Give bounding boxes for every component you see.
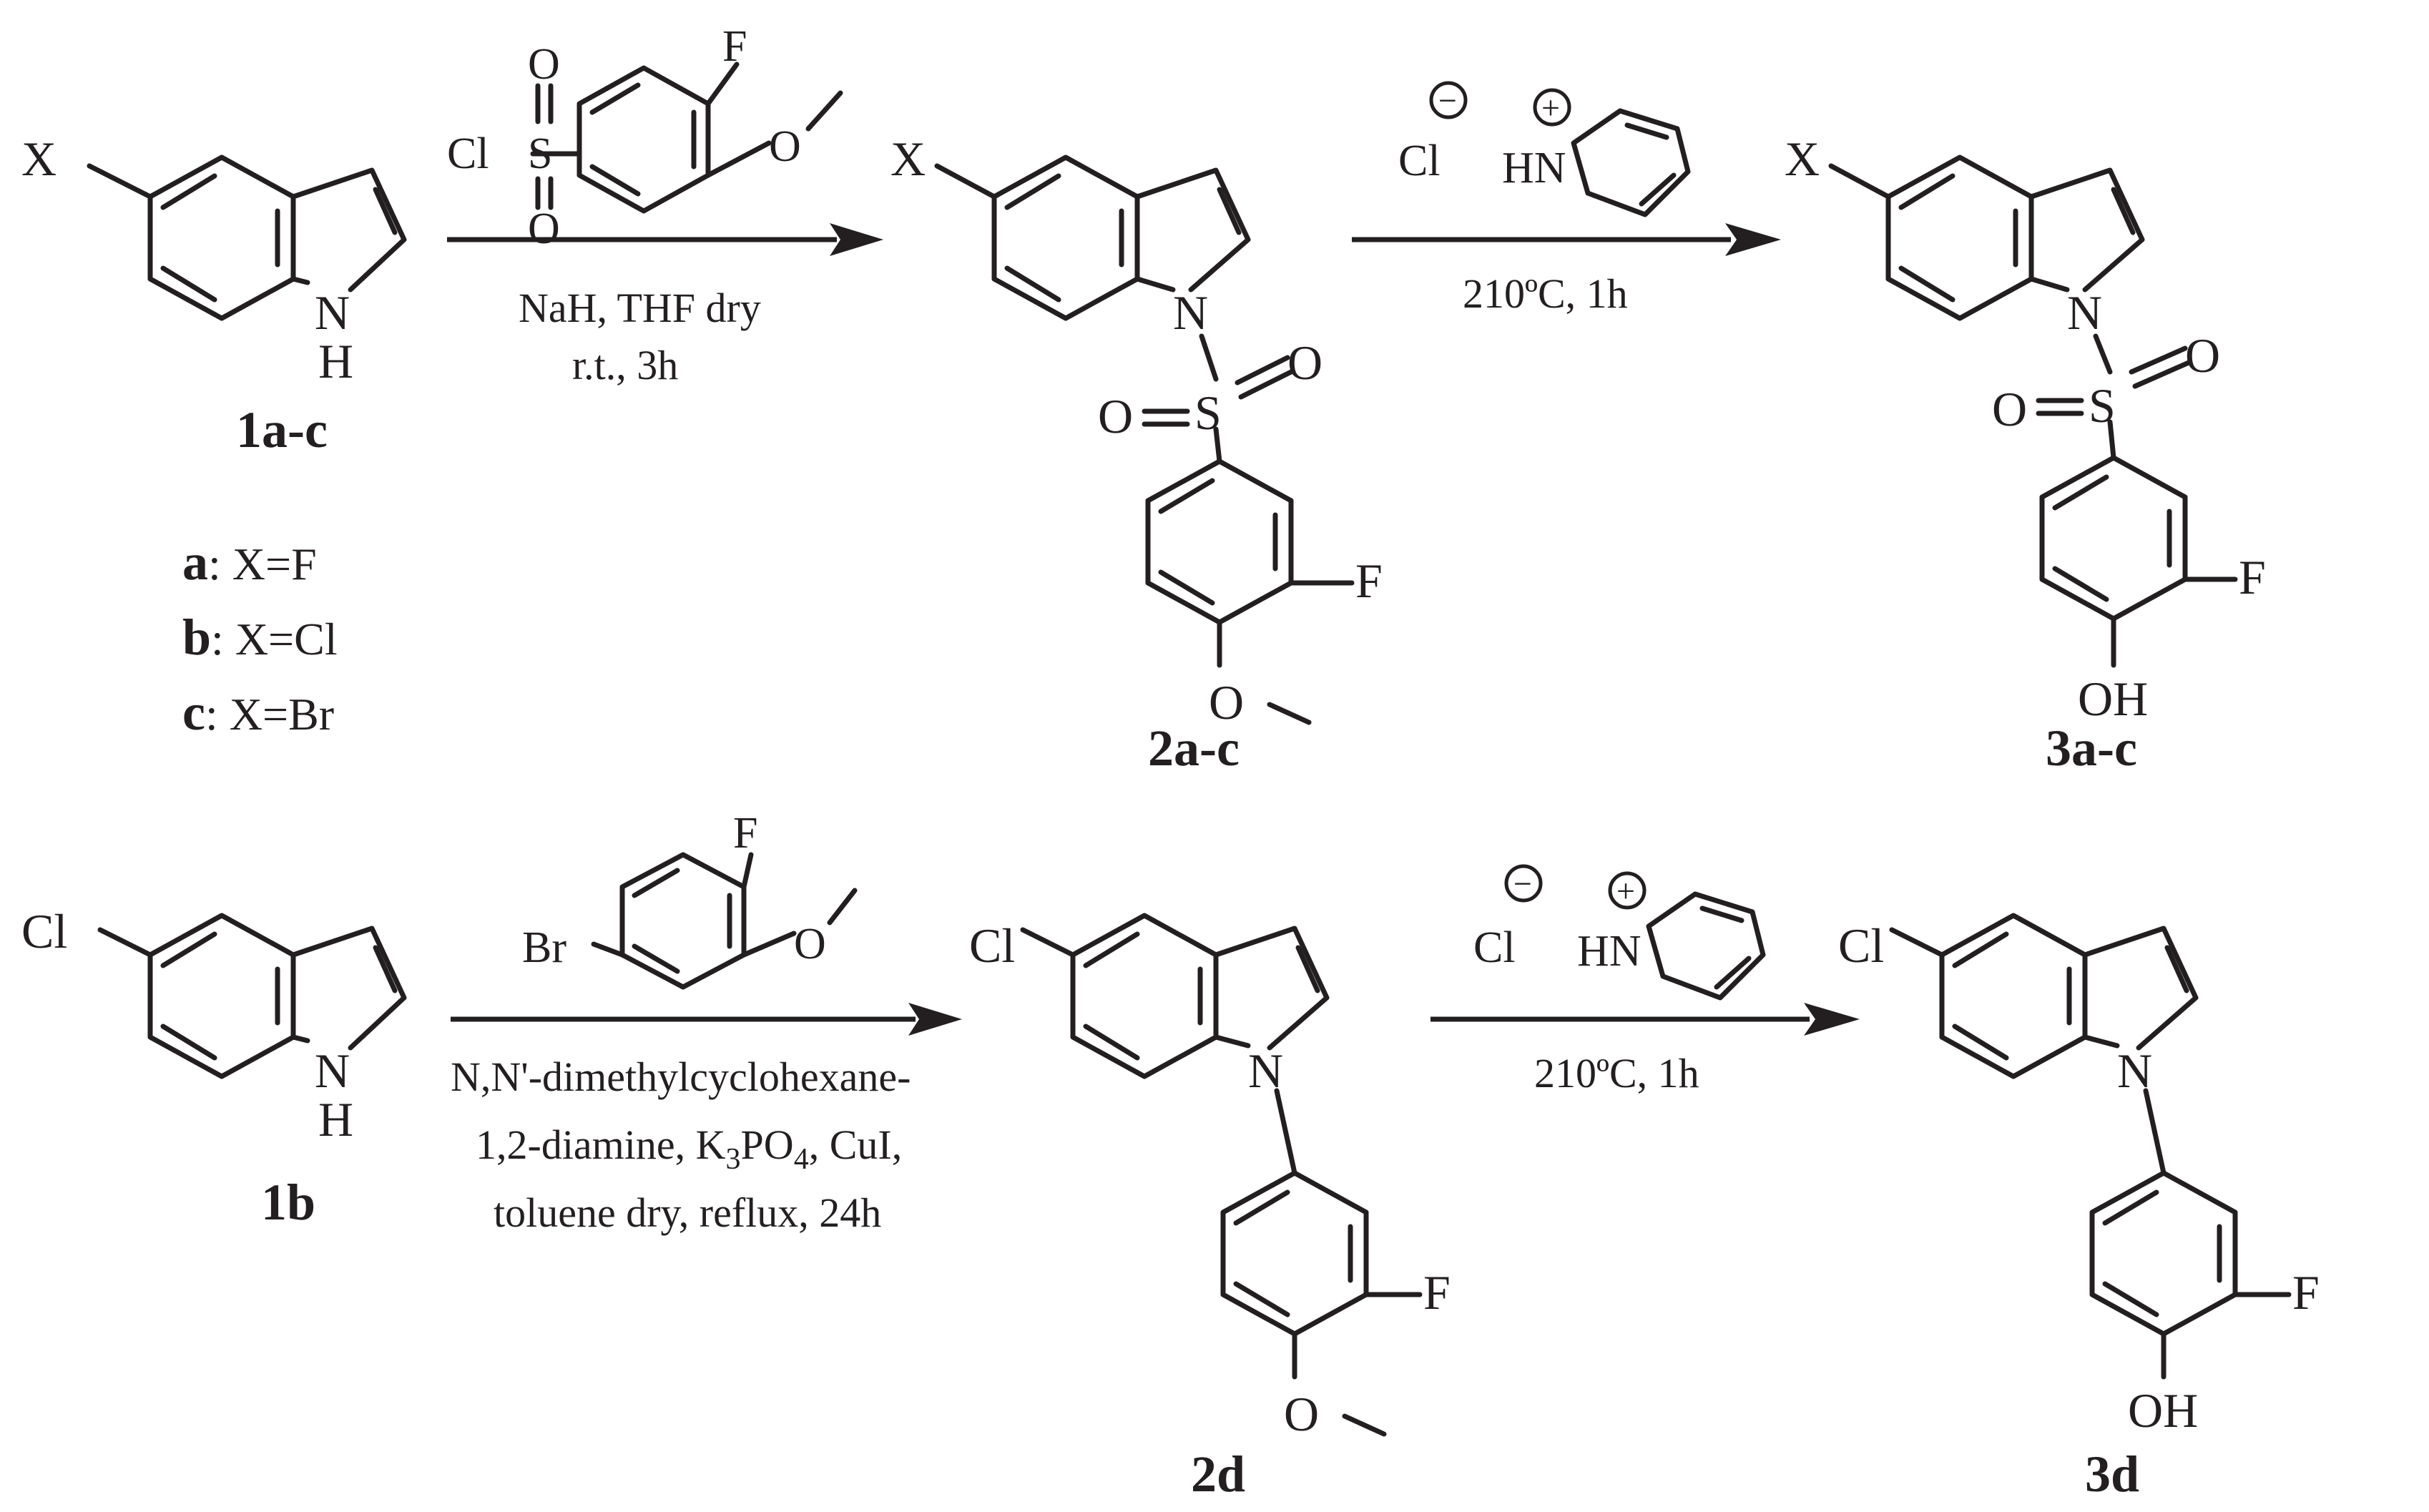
conditions-step2: 210ºC, 1h [1463, 270, 1628, 317]
label-1b: 1b [261, 1174, 315, 1231]
compound-3d: Cl N F OH 3d [1838, 913, 2320, 1503]
atom-h: H [318, 1092, 353, 1147]
key-b: b: X=Cl [182, 609, 338, 666]
atom-o-right: O [2185, 328, 2220, 383]
compound-1b: Cl N H 1b [21, 904, 407, 1231]
atom-n: N [315, 285, 350, 340]
atom-x: X [890, 132, 926, 186]
atom-o-methoxy: O [1284, 1387, 1319, 1441]
label-2d: 2d [1191, 1445, 1245, 1503]
atom-n: N [2117, 1044, 2152, 1098]
atom-hn: HN [1502, 144, 1566, 192]
substituent-key: a: X=F b: X=Cl c: X=Br [182, 534, 338, 741]
atom-cl: Cl [969, 918, 1015, 973]
compound-1a-c: X N H 1a-c [21, 132, 407, 458]
atom-o-top: O [528, 40, 560, 89]
conditions-step1-line1: NaH, THF dry [519, 285, 761, 331]
atom-n: N [2067, 285, 2102, 340]
label-2a-c: 2a-c [1148, 720, 1240, 777]
atom-f: F [733, 809, 757, 858]
atom-o-right: O [1287, 335, 1323, 390]
atom-o-left: O [1992, 382, 2027, 436]
atom-o-methoxy: O [794, 920, 826, 968]
arrow-step1 [447, 223, 883, 256]
reagent-sulfonyl-chloride: Cl S O O F O [447, 22, 843, 253]
key-c: c: X=Br [182, 684, 334, 741]
atom-o-bottom: O [528, 205, 560, 253]
atom-cl: Cl [447, 129, 489, 178]
atom-f: F [1423, 1265, 1451, 1320]
label-1a-c: 1a-c [236, 401, 328, 458]
atom-br: Br [522, 923, 566, 972]
atom-f: F [1355, 554, 1383, 608]
arrow-step3 [451, 1003, 962, 1036]
compound-3a-c: X N S O O F OH 3a-c [1785, 132, 2266, 777]
label-3a-c: 3a-c [2046, 720, 2137, 777]
compound-2a-c: X N S O O F O 2a-c [890, 132, 1383, 777]
conditions-step3-line1: N,N'-dimethylcyclohexane- [451, 1054, 911, 1100]
atom-n: N [1173, 285, 1208, 340]
charge-plus: + [1616, 873, 1635, 909]
atom-o-methoxy: O [1209, 675, 1244, 730]
atom-n: N [1248, 1044, 1283, 1098]
atom-x: X [1785, 132, 1820, 186]
atom-hn: HN [1577, 927, 1642, 976]
arrow-step4 [1431, 1003, 1860, 1036]
atom-f: F [2239, 550, 2266, 604]
atom-cl: Cl [1398, 137, 1441, 185]
arrow-step2 [1352, 223, 1781, 256]
atom-o-methoxy: O [769, 122, 801, 171]
conditions-step1-line2: r.t., 3h [572, 342, 678, 388]
atom-n: N [315, 1044, 350, 1098]
reagent-aryl-bromide: Br F O [522, 809, 858, 990]
atom-x: X [21, 132, 57, 186]
atom-f: F [722, 22, 747, 71]
key-a: a: X=F [182, 534, 317, 591]
atom-s: S [2089, 378, 2116, 433]
label-3d: 3d [2085, 1445, 2139, 1503]
charge-minus: − [1438, 82, 1457, 119]
atom-cl: Cl [21, 904, 67, 958]
atom-f: F [2292, 1265, 2320, 1320]
atom-h: H [318, 334, 353, 388]
reagent-pyridinium-chloride-2: − Cl + HN [1473, 864, 1766, 1001]
atom-oh: OH [2078, 672, 2148, 726]
atom-cl: Cl [1838, 918, 1884, 973]
compound-2d: Cl N F O 2d [969, 913, 1451, 1503]
atom-o-left: O [1098, 389, 1133, 443]
atom-s: S [1194, 386, 1222, 440]
atom-cl: Cl [1473, 923, 1516, 972]
atom-oh: OH [2128, 1383, 2198, 1438]
charge-minus: − [1513, 865, 1532, 902]
atom-s: S [528, 129, 552, 178]
conditions-step3-line2: 1,2-diamine, K3PO4, CuI, [476, 1121, 902, 1176]
conditions-step3-line3: toluene dry, reflux, 24h [494, 1189, 881, 1236]
conditions-step4: 210ºC, 1h [1534, 1050, 1699, 1096]
reagent-pyridinium-chloride: − Cl + HN [1398, 81, 1691, 217]
charge-plus: + [1541, 89, 1560, 126]
